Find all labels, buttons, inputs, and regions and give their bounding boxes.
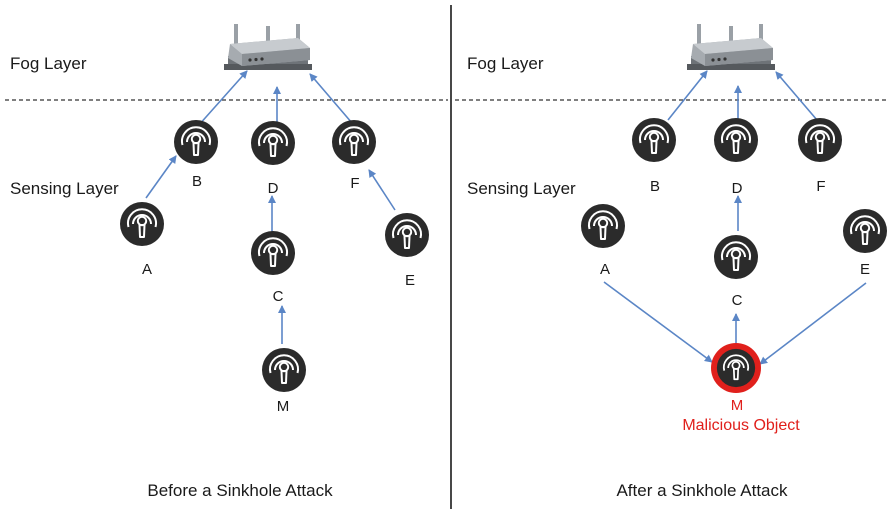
sensor-icon [331, 119, 377, 165]
sensor-icon [716, 348, 756, 388]
sensor-icon [797, 117, 843, 163]
edge-b-to-fog [667, 70, 708, 121]
sensing-layer-label: Sensing Layer [10, 179, 119, 198]
node-label-a: A [600, 261, 610, 278]
sensor-icon [713, 117, 759, 163]
caption-before: Before a Sinkhole Attack [147, 481, 333, 500]
sensor-icon [713, 234, 759, 280]
node-d: D [250, 120, 296, 197]
edge-f-to-fog [775, 71, 818, 121]
node-label-e: E [860, 261, 870, 278]
sensor-icon [580, 203, 626, 249]
node-label-e: E [405, 272, 415, 289]
node-a: A [580, 203, 626, 278]
node-e: E [842, 208, 888, 278]
node-c: C [250, 230, 296, 305]
sensor-icon [173, 119, 219, 165]
sensor-icon [384, 212, 430, 258]
edge-f-to-fog [309, 73, 353, 124]
node-label-m: M [277, 398, 290, 415]
sensor-icon [250, 230, 296, 276]
node-f: F [331, 119, 377, 192]
edge-e-to-f [368, 169, 396, 211]
node-label-f: F [350, 175, 359, 192]
node-c: C [713, 234, 759, 309]
node-label-d: D [268, 180, 279, 197]
sensor-icon [250, 120, 296, 166]
sensor-icon [631, 117, 677, 163]
node-e: E [384, 212, 430, 289]
node-m: M [261, 347, 307, 415]
fog-gateway-router-icon [224, 24, 312, 70]
node-label-c: C [273, 288, 284, 305]
fog-gateway-router-icon [687, 24, 775, 70]
panel-before: Fog Layer Sensing Layer B D F A [5, 24, 448, 500]
edge-b-to-fog [197, 70, 248, 127]
node-label-c: C [732, 292, 743, 309]
fog-layer-label: Fog Layer [10, 54, 87, 73]
node-label-b: B [192, 173, 202, 190]
edge-a-to-b [145, 155, 177, 199]
sensor-icon [119, 201, 165, 247]
fog-layer-label: Fog Layer [467, 54, 544, 73]
malicious-object-label: Malicious Object [682, 417, 800, 434]
node-a: A [119, 201, 165, 278]
edge-a-to-m [603, 281, 713, 363]
node-d: D [713, 117, 759, 197]
sensor-icon [261, 347, 307, 393]
node-m-malicious: M Malicious Object [682, 343, 800, 434]
sensing-layer-label: Sensing Layer [467, 179, 576, 198]
caption-after: After a Sinkhole Attack [616, 481, 788, 500]
node-label-d: D [732, 180, 743, 197]
node-b: B [631, 117, 677, 195]
edge-e-to-m [759, 282, 867, 365]
node-label-f: F [816, 178, 825, 195]
panel-after: Fog Layer Sensing Layer B D F A [455, 24, 889, 500]
node-label-a: A [142, 261, 152, 278]
node-f: F [797, 117, 843, 195]
sensor-icon [842, 208, 888, 254]
node-label-m: M [731, 397, 744, 414]
node-label-b: B [650, 178, 660, 195]
node-b: B [173, 119, 219, 190]
